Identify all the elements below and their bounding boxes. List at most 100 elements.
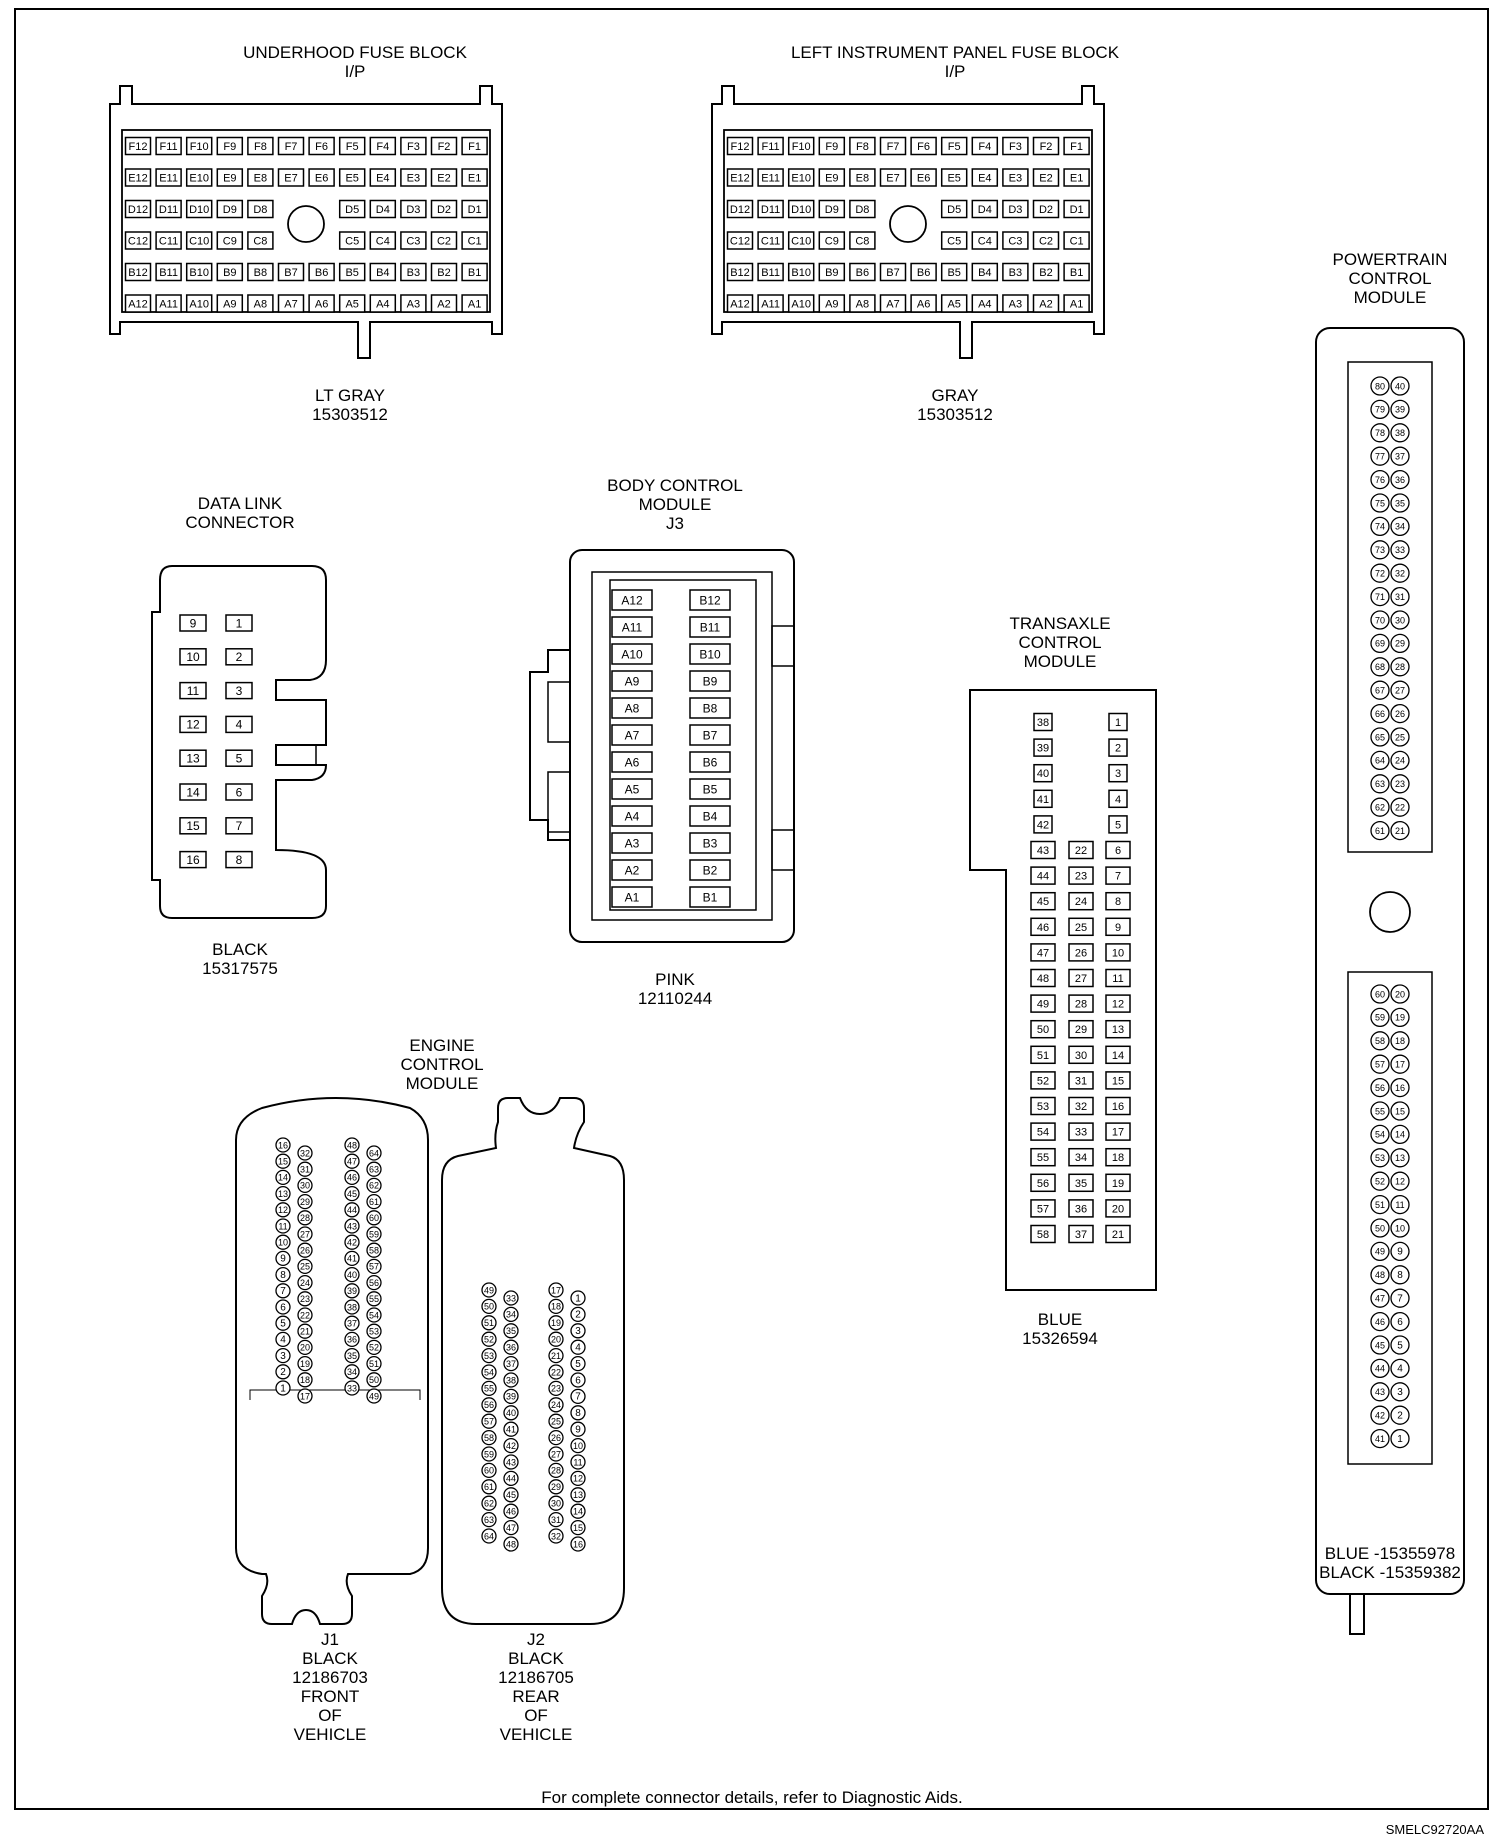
left-ip-fuse-block-pin: E4 [971,168,999,187]
tcm-pin-label: 15 [1112,1075,1124,1087]
tcm-pin-box [1033,815,1053,834]
underhood-fuse-block-pin: D12 [124,199,152,219]
left-ip-fuse-block-pin-box [1063,231,1090,250]
underhood-fuse-block-pin: B6 [308,262,335,282]
pcm-pin-label: 78 [1375,428,1385,438]
data-link-connector-housing [151,565,328,919]
pcm-pin-label: 36 [1395,475,1405,485]
ecm-j2-pin-label: 1 [575,1293,581,1304]
ecm-j1-pin-ring [275,1250,291,1267]
left-ip-fuse-block-pin-label: B1 [1070,267,1083,279]
pcm-pin-ring [1370,1171,1390,1191]
tcm-pin-box [1105,1173,1131,1193]
ecm-j2-pin-ring [570,1323,586,1339]
dlc-pin: 10 [179,648,207,666]
ecm-j2-pin: 5 [570,1355,586,1372]
pcm-pin-ring [1370,446,1390,466]
bcm-pin-box [689,616,731,638]
pcm-pin-ring [1370,493,1390,513]
dlc-pin-label: 5 [236,752,243,766]
pcm-pin: 74 [1370,516,1390,537]
underhood-fuse-block-pin-box [185,262,213,282]
left-ip-fuse-block-pin-box [940,199,968,219]
underhood-fuse-block-pin-box [155,168,182,187]
ecm-j1-pin-ring [344,1283,360,1299]
underhood-fuse-block-pin-box [400,199,427,219]
ecm-j1-pin-ring [344,1234,360,1250]
tcm-pin-label: 56 [1037,1178,1049,1190]
ecm-j1-pin: 3 [275,1347,291,1364]
ecm-j2-pin: 60 [481,1462,497,1479]
bcm-pin: B1 [689,886,731,908]
ecm-j1-pin-ring [297,1258,313,1275]
underhood-fuse-block-pin-box [369,262,397,282]
underhood-fuse-block-pin-label: A3 [407,298,420,310]
bcm-side-rib [771,625,795,667]
left-ip-fuse-block-pin-label: A7 [886,298,899,310]
tcm-pin-box [1068,917,1094,937]
ecm-j2-pin-ring [570,1339,586,1355]
pcm-pin-ring [1390,727,1410,747]
ecm-j2-pin-label: 33 [506,1293,516,1303]
ecm-j1-pin-ring [275,1364,291,1380]
pcm-pin: 23 [1390,774,1410,794]
ecm-j2-pin-ring [481,1282,497,1298]
ecm-j1-pin-label: 50 [369,1375,379,1385]
tcm-pin-label: 44 [1037,871,1049,883]
tcm-pin-box [1105,1019,1131,1039]
left-ip-fuse-block-pin: B1 [1063,262,1090,282]
left-ip-fuse-block-pin-label: C3 [1008,235,1022,247]
left-ip-fuse-block-pin-label: C9 [825,235,839,247]
left-ip-fuse-block-pin-box [971,294,999,313]
ecm-j2-pin-ring [548,1511,564,1528]
left-ip-fuse-block-pin: F5 [940,136,968,156]
ecm-j1-pin-label: 9 [280,1254,286,1265]
left-ip-fuse-block-pin-box [1063,199,1090,219]
underhood-fuse-block-pin: F2 [430,136,458,156]
ecm-j1-pin: 1 [275,1380,291,1396]
pcm-pin-ring [1390,516,1410,537]
underhood-fuse-block-pin: F7 [277,136,305,156]
pcm-pin-label: 79 [1375,405,1385,415]
ecm-j2-housing [441,1097,625,1625]
ecm-j1-pin-ring [344,1364,360,1380]
pcm-pin-label: 50 [1375,1223,1385,1233]
pcm-pin-label: 56 [1375,1083,1385,1093]
pcm-pin-label: 3 [1397,1387,1403,1398]
pcm-pin-label: 52 [1375,1177,1385,1187]
bcm-pin: B7 [689,724,731,746]
tcm-pin: 54 [1030,1122,1056,1141]
underhood-fuse-block-pin-label: D3 [406,204,420,216]
left-ip-fuse-block-pin: A3 [1002,294,1029,313]
ecm-j2-pin-label: 19 [551,1318,561,1328]
tcm-pin-label: 1 [1115,717,1121,729]
ecm-j2-pin-ring [570,1388,586,1405]
underhood-fuse-block-pin-box [155,136,182,156]
pcm-pin-ring [1390,797,1410,817]
left-ip-fuse-block-pin-box [849,168,876,187]
pcm-pin: 34 [1390,516,1410,537]
pcm-pin-label: 49 [1375,1247,1385,1257]
underhood-fuse-block-pin-box [461,199,488,219]
pcm-pin-label: 35 [1395,498,1405,508]
pcm-pin-ring [1390,1358,1410,1379]
ecm-j1-pin-ring [297,1274,313,1291]
dlc-pin-label: 15 [186,819,200,833]
pcm-pin-ring [1390,1241,1410,1262]
ecm-j2-pin-ring [548,1446,564,1462]
left-ip-fuse-block-pin: D8 [849,199,876,219]
pcm-pin-ring [1390,1194,1410,1215]
ecm-j1-pin-ring [366,1145,382,1161]
left-ip-fuse-block-pin-label: C1 [1070,235,1084,247]
tcm-pin-label: 13 [1112,1024,1124,1036]
left-ip-fuse-block-pin-box [849,231,876,250]
pcm-pin-label: 19 [1395,1013,1405,1023]
tcm-pin-box [1030,1096,1056,1116]
tcm-pin-label: 14 [1112,1050,1124,1062]
tcm-pin-label: 43 [1037,845,1049,857]
left-ip-fuse-block-key-hole [889,205,927,243]
underhood-fuse-block-pin: F10 [185,136,213,156]
tcm-pin: 11 [1105,968,1131,988]
pcm-pin-label: 1 [1397,1434,1403,1445]
pcm-pin-label: 55 [1375,1106,1385,1116]
